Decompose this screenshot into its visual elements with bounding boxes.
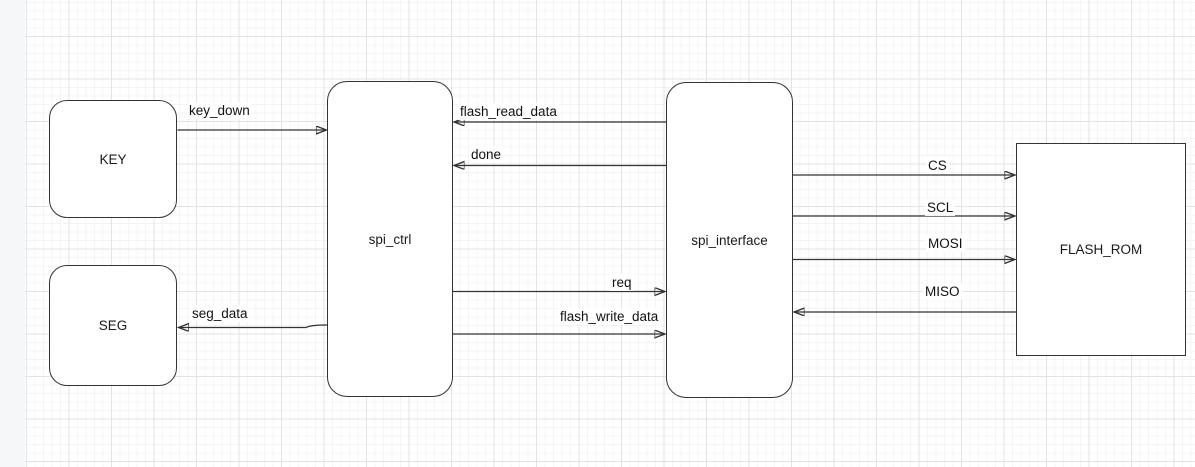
edge-label-key-down[interactable]: key_down bbox=[187, 102, 252, 119]
block-seg[interactable]: SEG bbox=[49, 265, 177, 386]
block-spi-interface-label: spi_interface bbox=[691, 232, 768, 248]
block-seg-label: SEG bbox=[98, 318, 128, 333]
edge-label-scl[interactable]: SCL bbox=[925, 199, 956, 216]
block-spi-interface[interactable]: spi_interface bbox=[666, 82, 793, 398]
block-flash-rom-label: FLASH_ROM bbox=[1059, 242, 1143, 257]
edge-label-seg-data[interactable]: seg_data bbox=[190, 305, 250, 322]
edge-label-miso[interactable]: MISO bbox=[923, 283, 962, 300]
grid-background[interactable] bbox=[25, 0, 1195, 467]
edge-label-flash-read-data[interactable]: flash_read_data bbox=[458, 103, 559, 120]
block-spi-ctrl[interactable]: spi_ctrl bbox=[327, 81, 453, 397]
edge-label-mosi[interactable]: MOSI bbox=[926, 235, 965, 252]
canvas-left-margin bbox=[0, 0, 25, 467]
edge-label-cs[interactable]: CS bbox=[926, 157, 949, 174]
block-flash-rom[interactable]: FLASH_ROM bbox=[1016, 143, 1186, 356]
edge-label-done[interactable]: done bbox=[469, 146, 504, 163]
block-spi-ctrl-label: spi_ctrl bbox=[368, 231, 412, 247]
block-key[interactable]: KEY bbox=[49, 100, 177, 218]
block-key-label: KEY bbox=[99, 151, 127, 167]
edge-label-req[interactable]: req bbox=[610, 274, 634, 291]
edge-label-flash-write-data[interactable]: flash_write_data bbox=[558, 308, 661, 325]
arrow-seg-data[interactable] bbox=[179, 325, 328, 328]
